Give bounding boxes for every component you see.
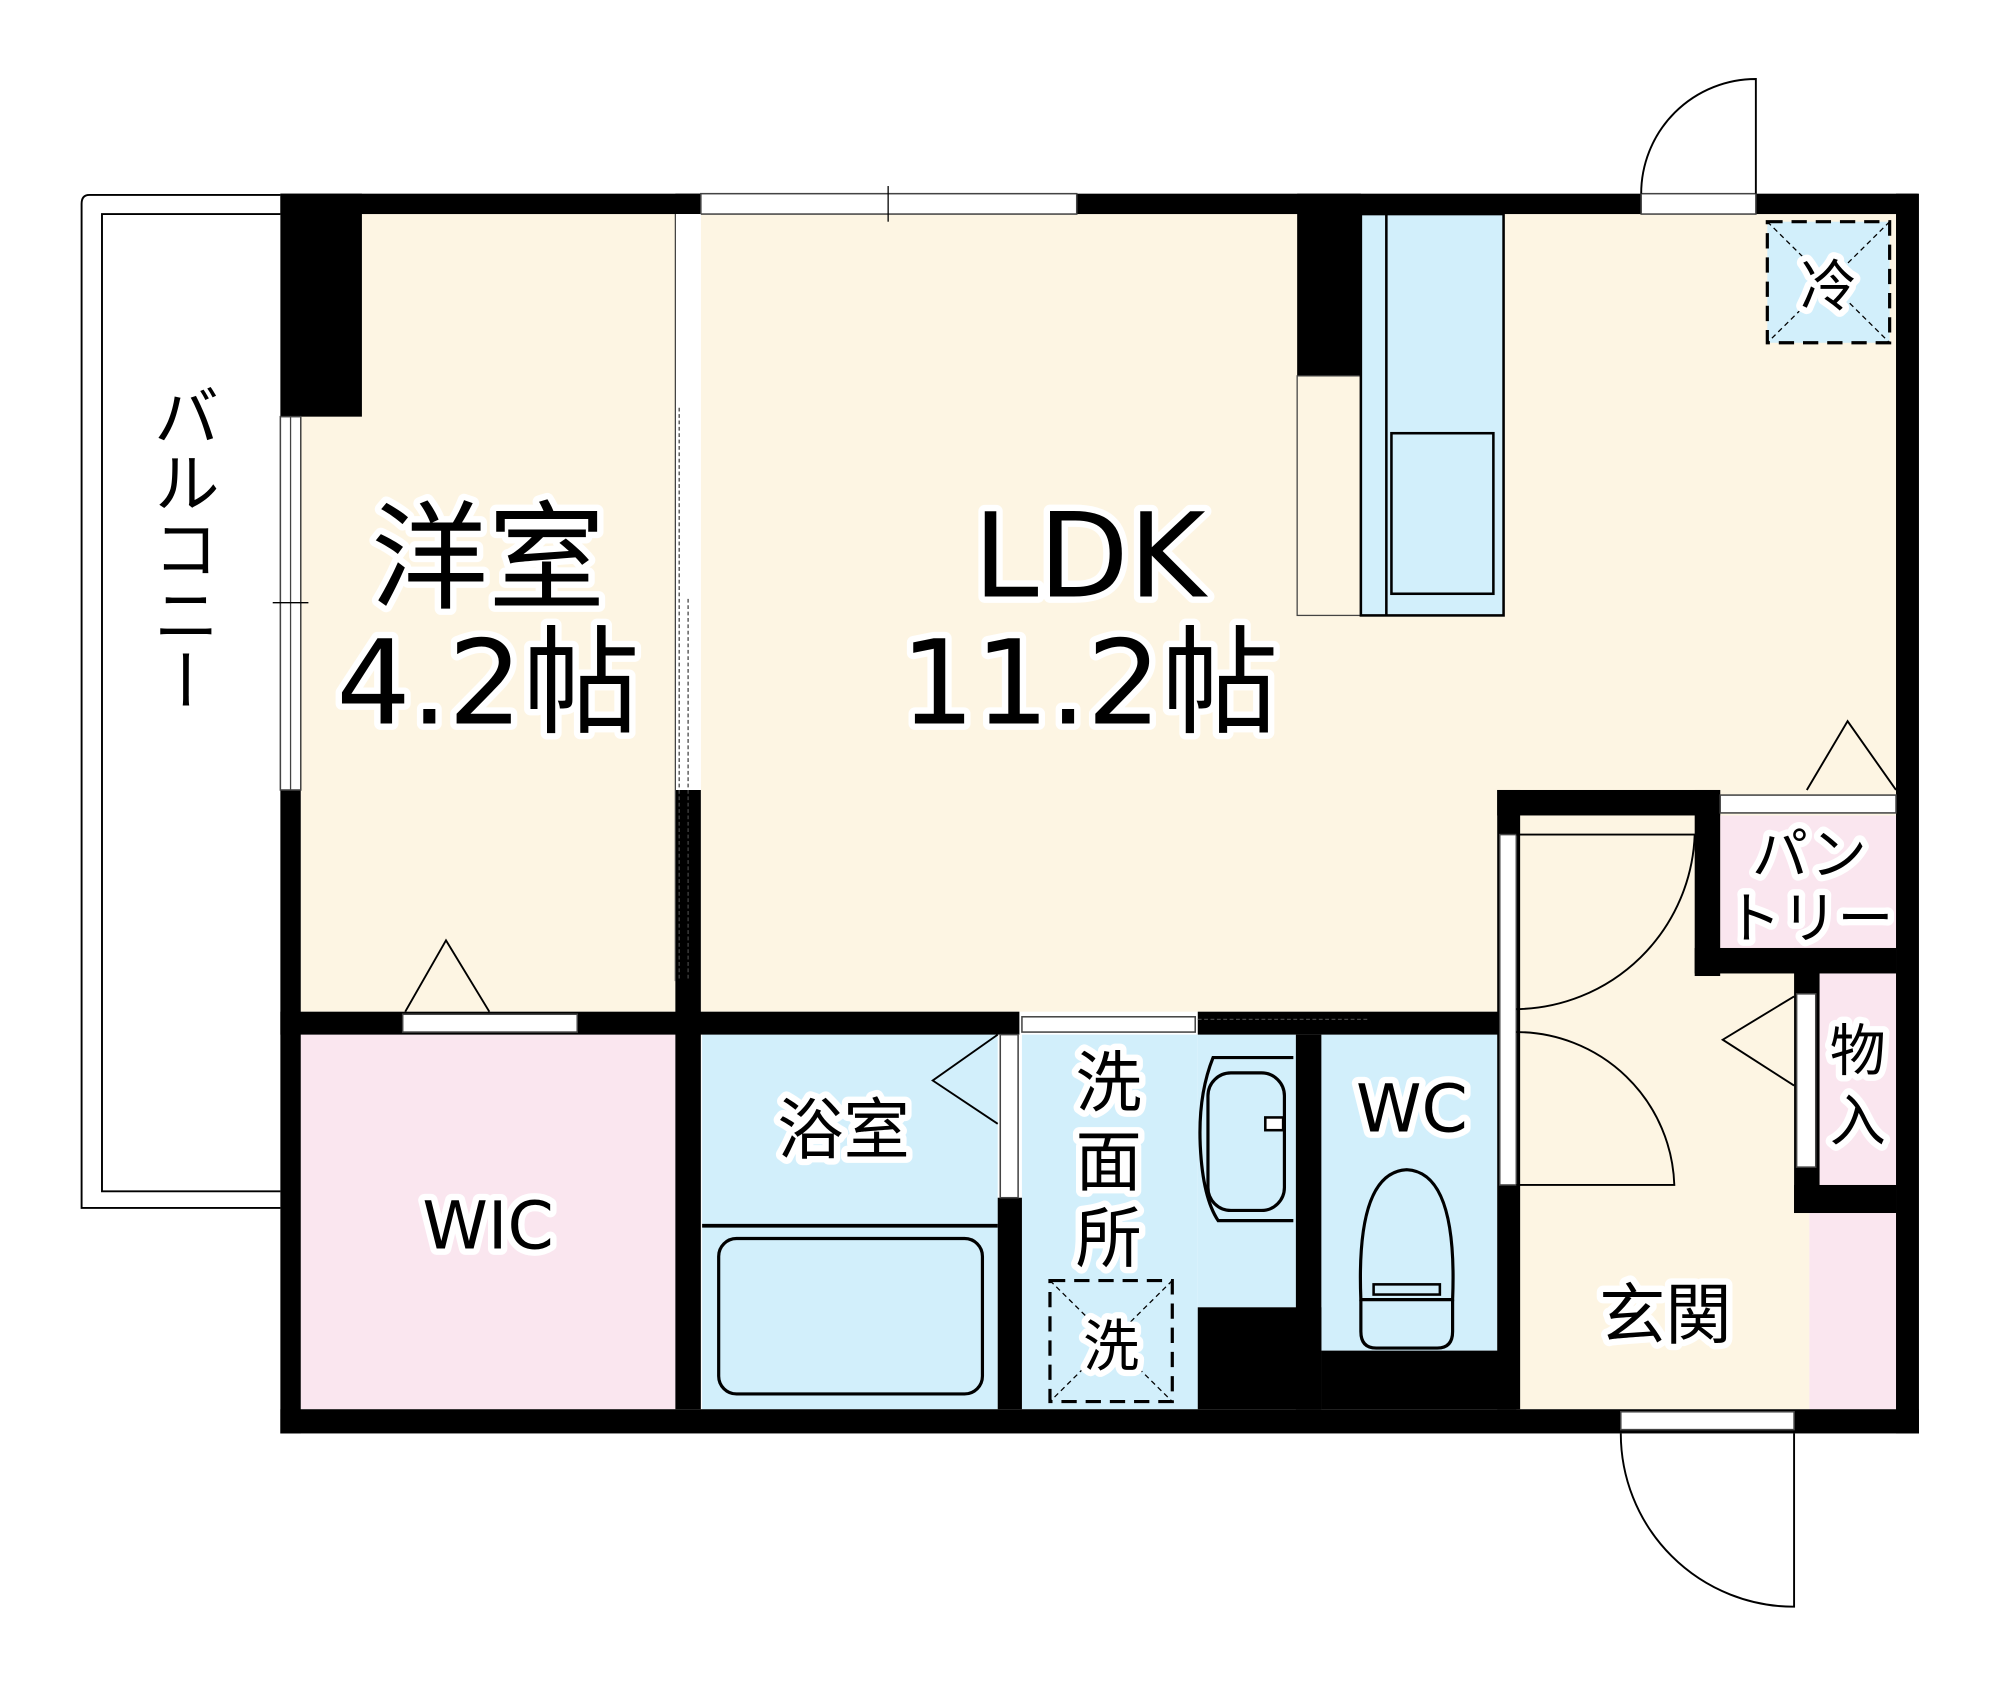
washer-label: 洗 (1083, 1315, 1139, 1380)
storage-label-2: 入 (1830, 1089, 1886, 1154)
balcony (80, 193, 281, 1209)
sliding-door[interactable] (674, 214, 701, 982)
washroom-label-2: 面 (1075, 1124, 1141, 1201)
sink-icon (1390, 431, 1495, 596)
wc-door[interactable] (1498, 833, 1696, 1186)
pantry-label-2: トリー (1725, 887, 1893, 952)
ldk-name: LDK (973, 487, 1209, 624)
bath-floor (702, 1034, 998, 1410)
washer-space: 洗 (1048, 1278, 1174, 1404)
wc-label: WC (1356, 1070, 1468, 1147)
entrance-door[interactable] (1619, 1411, 1796, 1608)
kitchen-counter (1296, 212, 1505, 617)
bath-label: 浴室 (777, 1092, 910, 1169)
washroom-label-3: 所 (1075, 1200, 1141, 1277)
back-door[interactable] (1640, 78, 1757, 215)
bathtub (702, 1223, 998, 1396)
pantry-door[interactable] (1719, 719, 1897, 814)
shoe-closet-floor (1809, 1213, 1897, 1410)
wic-label: WIC (422, 1188, 553, 1265)
storage-door[interactable] (1720, 993, 1817, 1168)
western-room-door[interactable] (401, 938, 579, 1033)
wash-door[interactable] (1021, 1016, 1370, 1033)
vanity-area (1197, 1034, 1296, 1308)
balcony-label: バルコニー (136, 376, 226, 720)
storage-floor (1819, 973, 1897, 1185)
pantry-label-1: パン (1752, 823, 1867, 888)
western-room-name: 洋室 (371, 490, 605, 627)
bath-door[interactable] (931, 1033, 1019, 1199)
wc-floor (1321, 1034, 1498, 1351)
vanity-basin (1198, 1055, 1294, 1223)
toilet-icon (1358, 1168, 1455, 1350)
western-room-size: 4.2帖 (336, 615, 640, 752)
svg-text:バルコニー: バルコニー (142, 382, 219, 713)
wic-floor (300, 1034, 676, 1410)
washroom-label-1: 洗 (1075, 1045, 1141, 1122)
pantry-floor (1720, 815, 1897, 948)
fridge-label: 冷 (1800, 255, 1856, 320)
windows (272, 186, 1078, 791)
entrance-label: 玄関 (1599, 1277, 1732, 1354)
fridge-space: 冷 (1765, 220, 1892, 345)
storage-label-1: 物 (1830, 1019, 1886, 1084)
western-room-floor (300, 214, 676, 1012)
ldk-size: 11.2帖 (900, 615, 1278, 752)
